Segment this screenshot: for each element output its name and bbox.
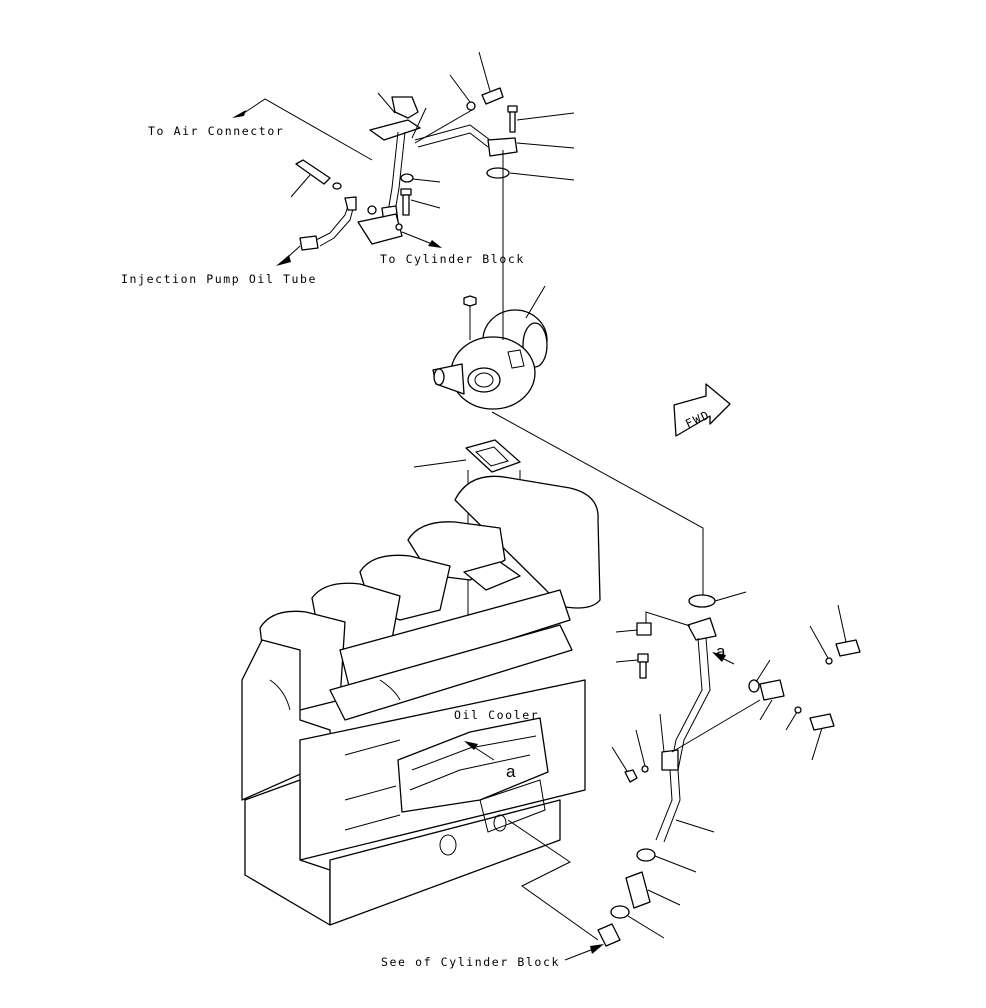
label-see-of-cylinder-block: See of Cylinder Block [381, 955, 560, 969]
turbocharger [432, 150, 704, 595]
engine-block [241, 475, 601, 926]
oil-cooler-callout [464, 741, 495, 761]
label-oil-cooler: Oil Cooler [454, 708, 539, 722]
oil-supply-tube-assembly [232, 51, 575, 248]
label-to-cylinder-block: To Cylinder Block [380, 252, 525, 266]
oil-drain-tube [610, 591, 861, 939]
see-cylinder-block-callout [507, 819, 621, 961]
ref-a-drain-tube: a [716, 642, 726, 661]
label-to-air-connector: To Air Connector [148, 124, 284, 138]
injection-pump-oil-tube [276, 159, 357, 266]
ref-a-oil-cooler: a [506, 762, 516, 781]
fwd-direction-arrow: FWD [673, 383, 731, 437]
label-injection-pump-oil-tube: Injection Pump Oil Tube [121, 272, 317, 286]
